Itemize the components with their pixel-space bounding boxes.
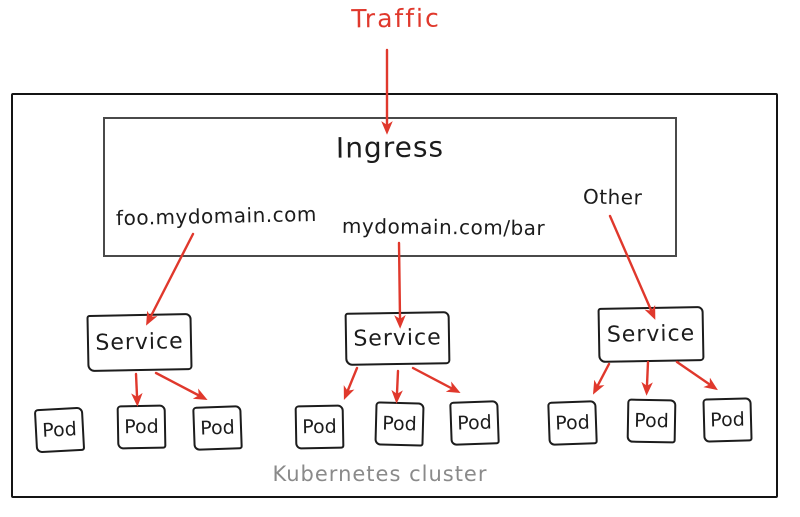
pod-box-3-1: Pod bbox=[547, 400, 598, 446]
pod-box-1-2: Pod bbox=[116, 404, 167, 450]
pod-label: Pod bbox=[302, 415, 337, 439]
traffic-label: Traffic bbox=[351, 3, 441, 34]
kubernetes-cluster-box bbox=[11, 93, 778, 498]
pod-label: Pod bbox=[381, 412, 418, 436]
ingress-box: Ingress bbox=[103, 117, 677, 257]
pod-box-3-2: Pod bbox=[626, 398, 677, 444]
pod-label: Pod bbox=[456, 411, 493, 435]
pod-label: Pod bbox=[709, 408, 746, 432]
pod-label: Pod bbox=[124, 415, 159, 439]
service-box-1: Service bbox=[86, 312, 193, 373]
pod-box-1-3: Pod bbox=[192, 405, 243, 451]
service-3-label: Service bbox=[606, 321, 696, 348]
service-1-label: Service bbox=[95, 329, 184, 356]
kubernetes-cluster-label: Kubernetes cluster bbox=[272, 462, 488, 486]
ingress-title: Ingress bbox=[335, 130, 445, 165]
service-box-3: Service bbox=[597, 306, 705, 363]
service-2-label: Service bbox=[353, 325, 442, 352]
pod-box-2-1: Pod bbox=[294, 404, 345, 450]
pod-box-1-1: Pod bbox=[33, 406, 86, 454]
service-box-2: Service bbox=[344, 311, 451, 366]
pod-label: Pod bbox=[554, 411, 591, 435]
ingress-rule-other: Other bbox=[582, 184, 643, 210]
pod-label: Pod bbox=[41, 418, 78, 442]
pod-box-3-3: Pod bbox=[702, 397, 753, 443]
pod-box-2-3: Pod bbox=[449, 400, 500, 446]
pod-box-2-2: Pod bbox=[374, 401, 425, 447]
ingress-rule-mydomain-bar: mydomain.com/bar bbox=[341, 213, 546, 241]
pod-label: Pod bbox=[199, 416, 236, 440]
pod-label: Pod bbox=[634, 409, 669, 433]
ingress-rule-foo-mydomain: foo.mydomain.com bbox=[115, 201, 318, 231]
